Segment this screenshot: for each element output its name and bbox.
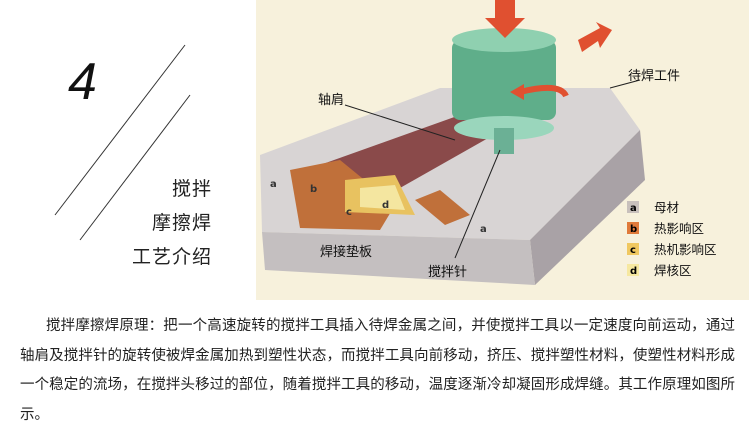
zone-b-right [415,190,470,225]
legend: a 母材 b 热影响区 c 热机影响区 d 焊核区 [627,200,717,278]
legend-key-c: c [630,245,636,256]
legend-swatch-b [627,222,639,234]
rotation-arrow-icon [519,84,569,98]
legend-key-b: b [630,224,637,235]
label-backing-plate: 焊接垫板 [320,244,372,260]
legend-label-c: 热机影响区 [654,242,717,257]
tool-top [452,28,556,52]
workpiece-side [530,130,645,285]
zone-mark-c: c [346,207,352,218]
forward-arrow-icon [578,22,612,52]
zone-mark-a: a [270,179,277,190]
label-workpiece: 待焊工件 [628,68,680,84]
zone-d [360,185,405,210]
tool-body [452,40,556,120]
title-line-3: 工艺介绍 [131,246,212,268]
tool-pin [494,128,514,154]
decor-line [79,94,191,241]
workpiece-front [262,232,535,285]
legend-key-d: d [630,266,637,277]
label-shoulder: 轴肩 [318,92,344,108]
principle-description: 搅拌摩擦焊原理：把一个高速旋转的搅拌工具插入待焊金属之间，并使搅拌工具以一定速度… [20,318,735,423]
legend-swatch-d [627,264,639,276]
zone-mark-d: d [382,200,389,211]
zone-mark-a-right: a [480,224,487,235]
legend-key-a: a [630,203,637,214]
zone-mark-b: b [310,184,317,195]
legend-swatch-c [627,243,639,255]
friction-stir-welding-diagram: a b c d a 轴肩 待焊工件 焊接垫板 搅拌针 a 母材 b 热影响区 c… [54,0,749,300]
title-line-2: 摩擦焊 [151,212,212,234]
legend-label-b: 热影响区 [654,221,704,236]
legend-label-d: 焊核区 [654,263,692,278]
decor-line [54,44,186,216]
label-pin: 搅拌针 [428,264,467,280]
legend-label-a: 母材 [654,200,679,215]
rotation-arrowhead-icon [510,84,524,100]
title-line-1: 搅拌 [171,178,212,200]
section-number: 4 [68,53,97,111]
down-arrow-icon [485,0,525,38]
legend-swatch-a [627,201,639,213]
